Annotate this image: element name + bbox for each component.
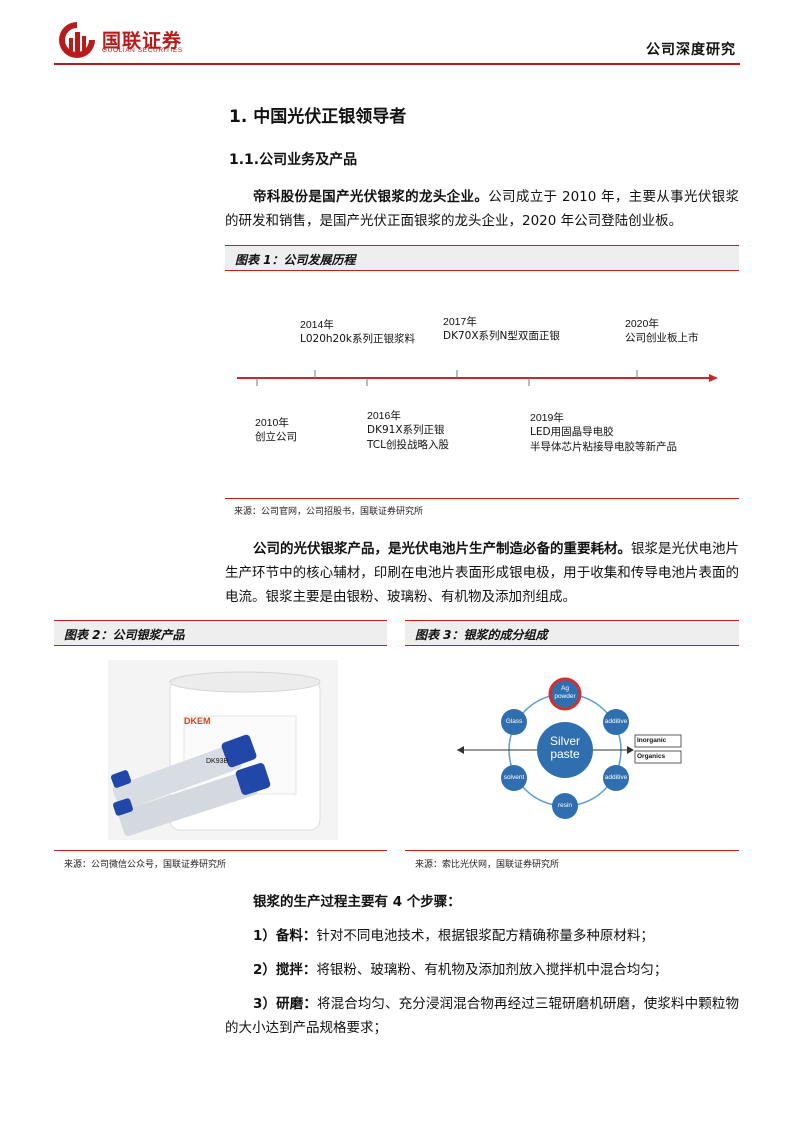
guolian-logo-icon xyxy=(59,22,95,58)
node-glass: Glass xyxy=(505,718,523,725)
timeline-desc-2019: LED用固晶导电胶 xyxy=(530,426,614,438)
step-3: 3）研磨：将混合均匀、充分浸润混合物再经过三辊研磨机研磨，使浆料中颗粒物的大小达… xyxy=(225,992,739,1040)
step-2-text: 将银粉、玻璃粉、有机物及添加剂放入搅拌机中混合均匀； xyxy=(316,962,668,978)
silver-paste-product-photo: DKEM DK93B xyxy=(108,660,338,840)
node-additive-bottom: additive xyxy=(604,774,628,781)
step-3-text: 将混合均匀、充分浸润混合物再经过三辊研磨机研磨，使浆料中颗粒物的大小达到产品规格… xyxy=(225,996,739,1036)
composition-diagram-graphic xyxy=(457,677,682,819)
paragraph-product: 公司的光伏银浆产品，是光伏电池片生产制造必备的重要耗材。银浆是光伏电池片生产环节… xyxy=(225,537,739,609)
figure1-bottom-rule xyxy=(225,498,739,499)
node-solvent: solvent xyxy=(503,774,525,781)
timeline-desc-2017: DK70X系列N型双面正银 xyxy=(443,330,560,342)
timeline-year-2010: 2010年 xyxy=(255,417,289,429)
step-3-label: 3）研磨： xyxy=(253,996,317,1012)
header-rule xyxy=(54,63,740,65)
figure3-title: 图表 3：银浆的成分组成 xyxy=(415,628,548,642)
logo-subtitle: GUOLIAN SECURITIES xyxy=(102,47,183,54)
center-label-line2: paste xyxy=(550,747,580,761)
silver-paste-composition-diagram: Silver paste Ag powder Glass additive so… xyxy=(455,667,685,837)
figure1-title-bar: 图表 1：公司发展历程 xyxy=(225,245,739,271)
timeline-year-2020: 2020年 xyxy=(625,318,659,330)
node-ag-line2: powder xyxy=(554,693,576,700)
section-heading: 1. 中国光伏正银领导者 xyxy=(229,107,407,127)
step-1-text: 针对不同电池技术，根据银浆配方精确称量多种原材料； xyxy=(316,928,654,944)
timeline-year-2017: 2017年 xyxy=(443,316,477,328)
step-1-label: 1）备料： xyxy=(253,928,317,944)
paragraph-intro-text: 公司成立于 2010 年，主要从事光伏银浆的研发和销售，是国产光伏正面银浆的龙头… xyxy=(225,189,739,229)
timeline-year-2014: 2014年 xyxy=(300,319,334,331)
node-resin: resin xyxy=(557,802,573,809)
timeline-desc-2010: 创立公司 xyxy=(255,431,297,443)
figure3-bottom-rule xyxy=(405,850,739,851)
step-1: 1）备料：针对不同电池技术，根据银浆配方精确称量多种原材料； xyxy=(225,924,739,948)
node-ag-powder: Ag powder xyxy=(550,685,580,701)
paragraph-intro: 帝科股份是国产光伏银浆的龙头企业。公司成立于 2010 年，主要从事光伏银浆的研… xyxy=(225,185,739,233)
center-label: Silver paste xyxy=(537,735,593,761)
figure2-source: 来源：公司微信公众号，国联证券研究所 xyxy=(64,860,227,870)
report-type: 公司深度研究 xyxy=(646,42,736,58)
timeline-desc-2016: DK91X系列正银 xyxy=(367,424,445,436)
step-2-label: 2）搅拌： xyxy=(253,962,317,978)
figure2-title: 图表 2：公司银浆产品 xyxy=(64,628,185,642)
node-additive-top: additive xyxy=(604,718,628,725)
timeline-desc-2020: 公司创业板上市 xyxy=(625,332,699,344)
logo-name: 国联证券 xyxy=(102,30,183,52)
legend-organics: Organics xyxy=(637,753,666,760)
figure2-bottom-rule xyxy=(54,850,387,851)
figure1-source: 来源：公司官网，公司招股书，国联证券研究所 xyxy=(234,507,424,517)
figure1-title: 图表 1：公司发展历程 xyxy=(235,253,356,267)
paragraph-intro-bold: 帝科股份是国产光伏银浆的龙头企业。 xyxy=(253,189,489,205)
jar-brand-label: DKEM xyxy=(184,716,211,726)
timeline-desc2-2016: TCL创投战略入股 xyxy=(367,439,449,451)
node-ag-line1: Ag xyxy=(561,685,569,692)
jar-model-label: DK93B xyxy=(206,758,229,765)
timeline-year-2019: 2019年 xyxy=(530,412,564,424)
product-illustration xyxy=(110,671,321,836)
paragraph-product-text: 银浆是光伏电池片生产环节中的核心辅材，印刷在电池片表面形成银电极，用于收集和传导… xyxy=(225,541,739,605)
timeline-year-2016: 2016年 xyxy=(367,410,401,422)
center-label-line1: Silver xyxy=(549,734,580,748)
figure2-title-bar: 图表 2：公司银浆产品 xyxy=(54,620,387,646)
timeline-desc-2014: L020h20k系列正银浆料 xyxy=(300,333,415,345)
timeline-axis xyxy=(237,370,718,386)
paragraph-product-bold: 公司的光伏银浆产品，是光伏电池片生产制造必备的重要耗材。 xyxy=(253,541,631,557)
figure3-title-bar: 图表 3：银浆的成分组成 xyxy=(405,620,739,646)
subsection-heading: 1.1.公司业务及产品 xyxy=(229,152,358,168)
legend-inorganic: Inorganic xyxy=(637,737,667,744)
step-2: 2）搅拌：将银粉、玻璃粉、有机物及添加剂放入搅拌机中混合均匀； xyxy=(225,958,739,982)
steps-intro: 银浆的生产过程主要有 4 个步骤： xyxy=(253,894,461,910)
figure3-source: 来源：索比光伏网，国联证券研究所 xyxy=(415,860,560,870)
timeline-desc2-2019: 半导体芯片粘接导电胶等新产品 xyxy=(530,441,677,453)
